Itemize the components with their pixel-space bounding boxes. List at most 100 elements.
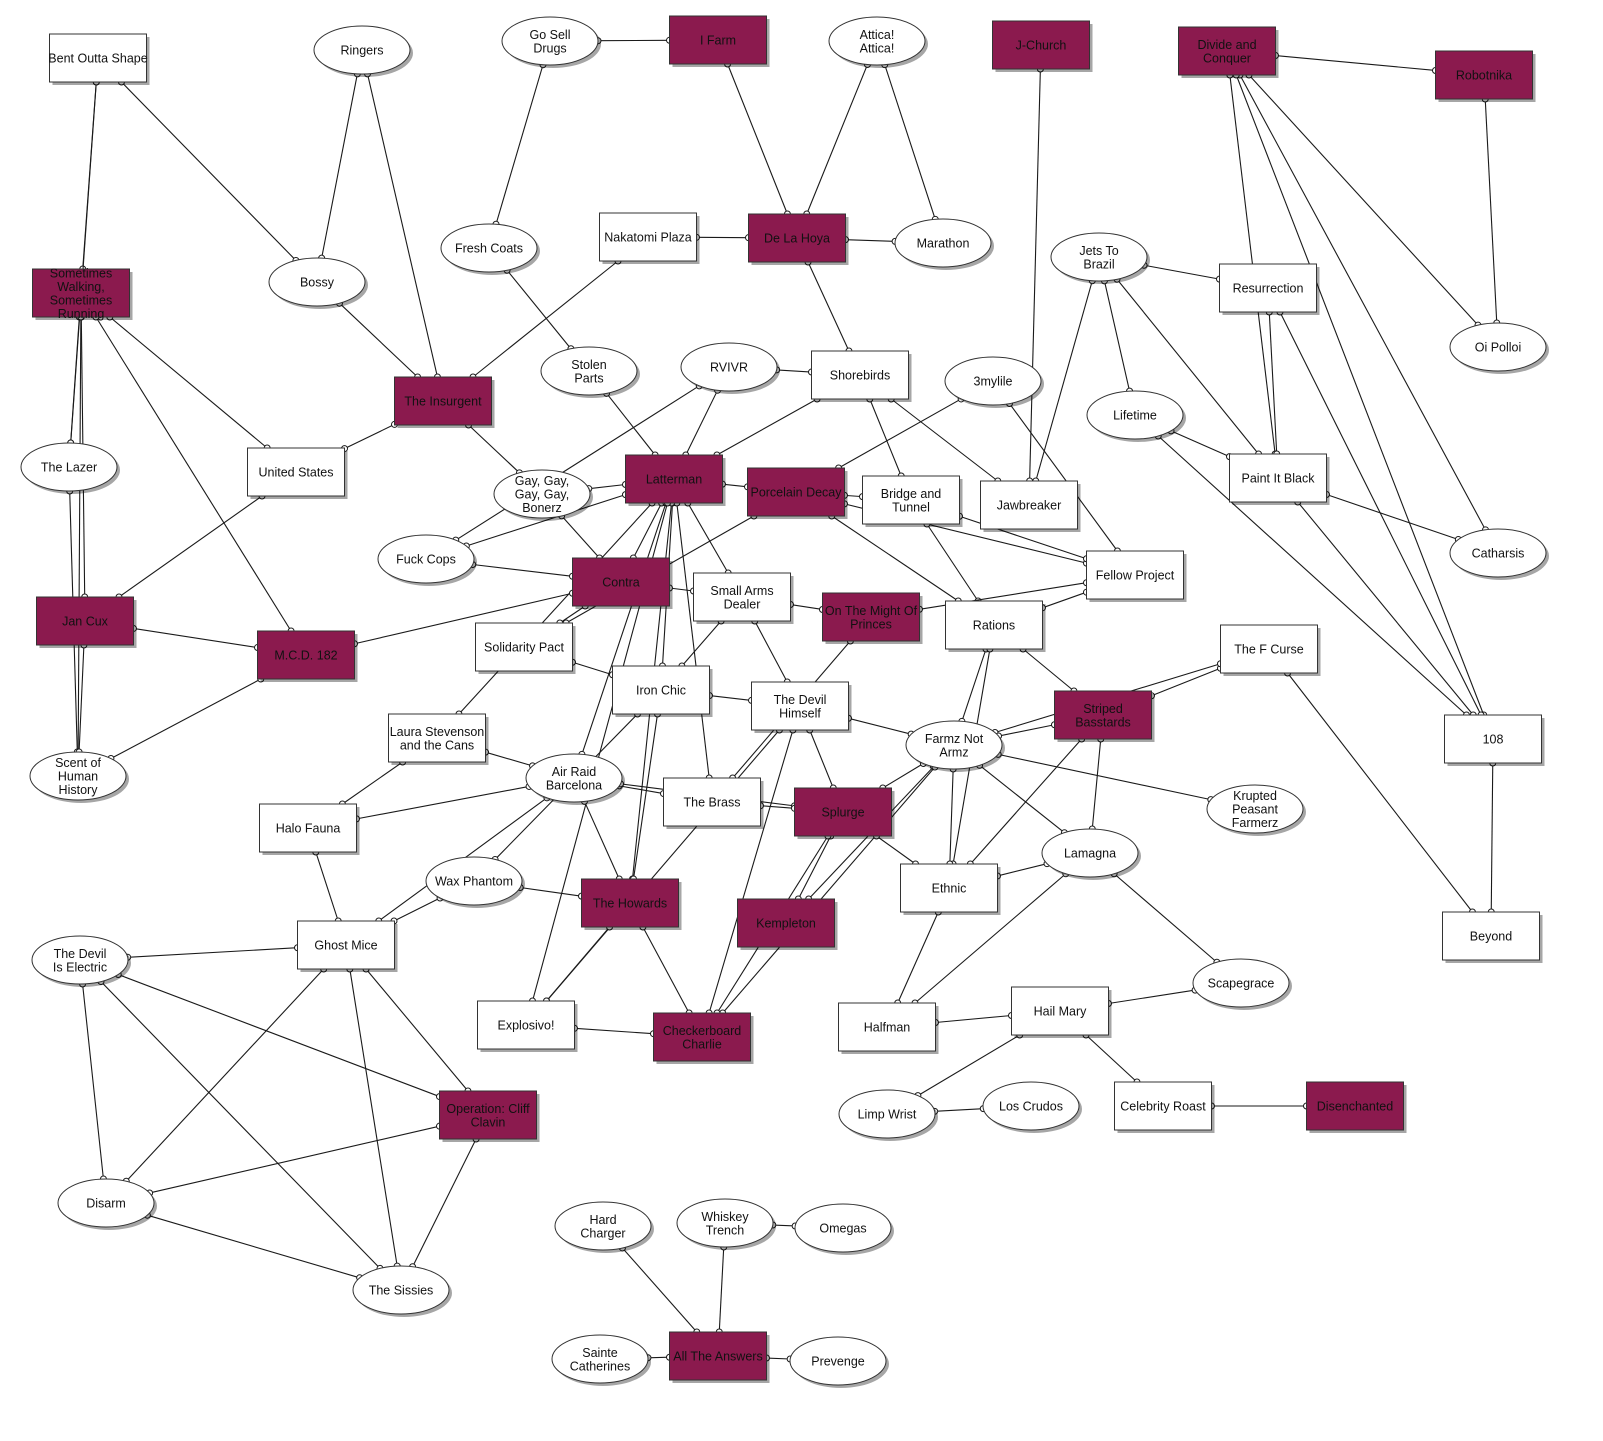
node-disarm[interactable]: Disarm — [57, 1178, 157, 1230]
edge-delahoya-shorebirds — [804, 258, 853, 355]
node-the-lazer[interactable]: The Lazer — [20, 442, 120, 494]
node-fuck-cops[interactable]: Fuck Cops — [377, 534, 477, 586]
node-solidarity-pact[interactable]: Solidarity Pact — [475, 622, 576, 674]
node-shorebirds[interactable]: Shorebirds — [811, 350, 912, 402]
node-fellow-project[interactable]: Fellow Project — [1086, 550, 1187, 602]
node-attica-attica[interactable]: Attica!Attica! — [828, 16, 928, 68]
node-wax-phantom[interactable]: Wax Phantom — [425, 856, 525, 908]
node-label: The F Curse — [1234, 643, 1304, 657]
edge-line — [572, 661, 613, 676]
node-beyond[interactable]: Beyond — [1442, 911, 1543, 963]
node-catharsis[interactable]: Catharsis — [1449, 528, 1549, 580]
edge-line — [917, 1034, 1020, 1097]
edge-howards-explosivo — [542, 923, 614, 1005]
node-ringers[interactable]: Ringers — [313, 25, 413, 77]
node-rect — [257, 630, 355, 680]
node-the-howards[interactable]: The Howards — [581, 878, 682, 930]
node-porcelain-decay[interactable]: Porcelain Decay — [747, 467, 848, 519]
node-limp-wrist[interactable]: Limp Wrist — [838, 1089, 938, 1141]
node-united-states[interactable]: United States — [247, 447, 348, 499]
node-contra[interactable]: Contra — [572, 557, 673, 609]
node-ellipse — [525, 753, 623, 803]
node-j-church[interactable]: J-Church — [992, 20, 1093, 72]
node-nakatomi-plaza[interactable]: Nakatomi Plaza — [599, 212, 700, 264]
edge-latterman-airraid — [578, 499, 670, 758]
node-ellipse — [1206, 784, 1304, 834]
node-robotnika[interactable]: Robotnika — [1435, 50, 1536, 102]
node-lifetime[interactable]: Lifetime — [1086, 390, 1186, 442]
node-splurge[interactable]: Splurge — [794, 787, 895, 839]
node-marathon[interactable]: Marathon — [894, 218, 994, 270]
edge-airraid-halofauna — [353, 782, 533, 823]
node-jawbreaker[interactable]: Jawbreaker — [980, 480, 1081, 532]
edge-line — [1143, 264, 1220, 280]
node-lamagna[interactable]: Lamagna — [1041, 828, 1141, 880]
node-ellipse — [425, 856, 523, 906]
node-i-farm[interactable]: I Farm — [669, 15, 770, 67]
node-108[interactable]: 108 — [1444, 714, 1545, 766]
node-gay-gay-gay-gay-bonerz[interactable]: Gay, Gay,Gay, Gay,Bonerz — [493, 469, 593, 521]
node-latterman[interactable]: Latterman — [625, 454, 726, 506]
node-all-the-answers[interactable]: All The Answers — [669, 1331, 770, 1383]
node-scapegrace[interactable]: Scapegrace — [1192, 958, 1292, 1010]
node-the-insurgent[interactable]: The Insurgent — [394, 376, 495, 428]
edge-line — [935, 1014, 1012, 1024]
node-rvivr[interactable]: RVIVR — [680, 342, 780, 394]
node-omegas[interactable]: Omegas — [794, 1203, 894, 1255]
node-paint-it-black[interactable]: Paint It Black — [1229, 453, 1330, 505]
node-m-c-d-182[interactable]: M.C.D. 182 — [257, 630, 358, 682]
edge-line — [934, 1108, 984, 1112]
node-fresh-coats[interactable]: Fresh Coats — [440, 223, 540, 275]
node-bent-outta-shape[interactable]: Bent Outta Shape — [48, 33, 150, 85]
node-ethnic[interactable]: Ethnic — [900, 863, 1001, 915]
edge-rations-striped — [1019, 645, 1078, 695]
node-rations[interactable]: Rations — [945, 600, 1046, 652]
node-de-la-hoya[interactable]: De La Hoya — [748, 213, 849, 265]
node-iron-chic[interactable]: Iron Chic — [612, 665, 713, 717]
node-los-crudos[interactable]: Los Crudos — [982, 1081, 1082, 1133]
node-halo-fauna[interactable]: Halo Fauna — [259, 803, 360, 855]
node-the-brass[interactable]: The Brass — [663, 777, 764, 829]
edge-ethnic-halfman — [894, 908, 942, 1007]
node-disenchanted[interactable]: Disenchanted — [1306, 1081, 1407, 1133]
node-the-sissies[interactable]: The Sissies — [352, 1265, 452, 1317]
node-jan-cux[interactable]: Jan Cux — [36, 596, 137, 648]
node-rect — [945, 600, 1043, 650]
node-oi-polloi[interactable]: Oi Polloi — [1449, 322, 1549, 374]
edge-laura-airraid — [482, 748, 537, 770]
node-the-f-curse[interactable]: The F Curse — [1220, 624, 1321, 676]
node-kempleton[interactable]: Kempleton — [737, 898, 838, 950]
node-3mylile[interactable]: 3mylile — [944, 356, 1044, 408]
node-resurrection[interactable]: Resurrection — [1219, 263, 1320, 315]
node-ghost-mice[interactable]: Ghost Mice — [297, 920, 398, 972]
node-hail-mary[interactable]: Hail Mary — [1011, 986, 1112, 1038]
edge-wax-ghostmice — [390, 894, 444, 925]
node-explosivo[interactable]: Explosivo! — [477, 1000, 578, 1052]
node-prevenge[interactable]: Prevenge — [789, 1336, 889, 1388]
node-celebrity-roast[interactable]: Celebrity Roast — [1114, 1081, 1215, 1133]
node-bossy[interactable]: Bossy — [268, 257, 368, 309]
node-halfman[interactable]: Halfman — [838, 1002, 939, 1054]
